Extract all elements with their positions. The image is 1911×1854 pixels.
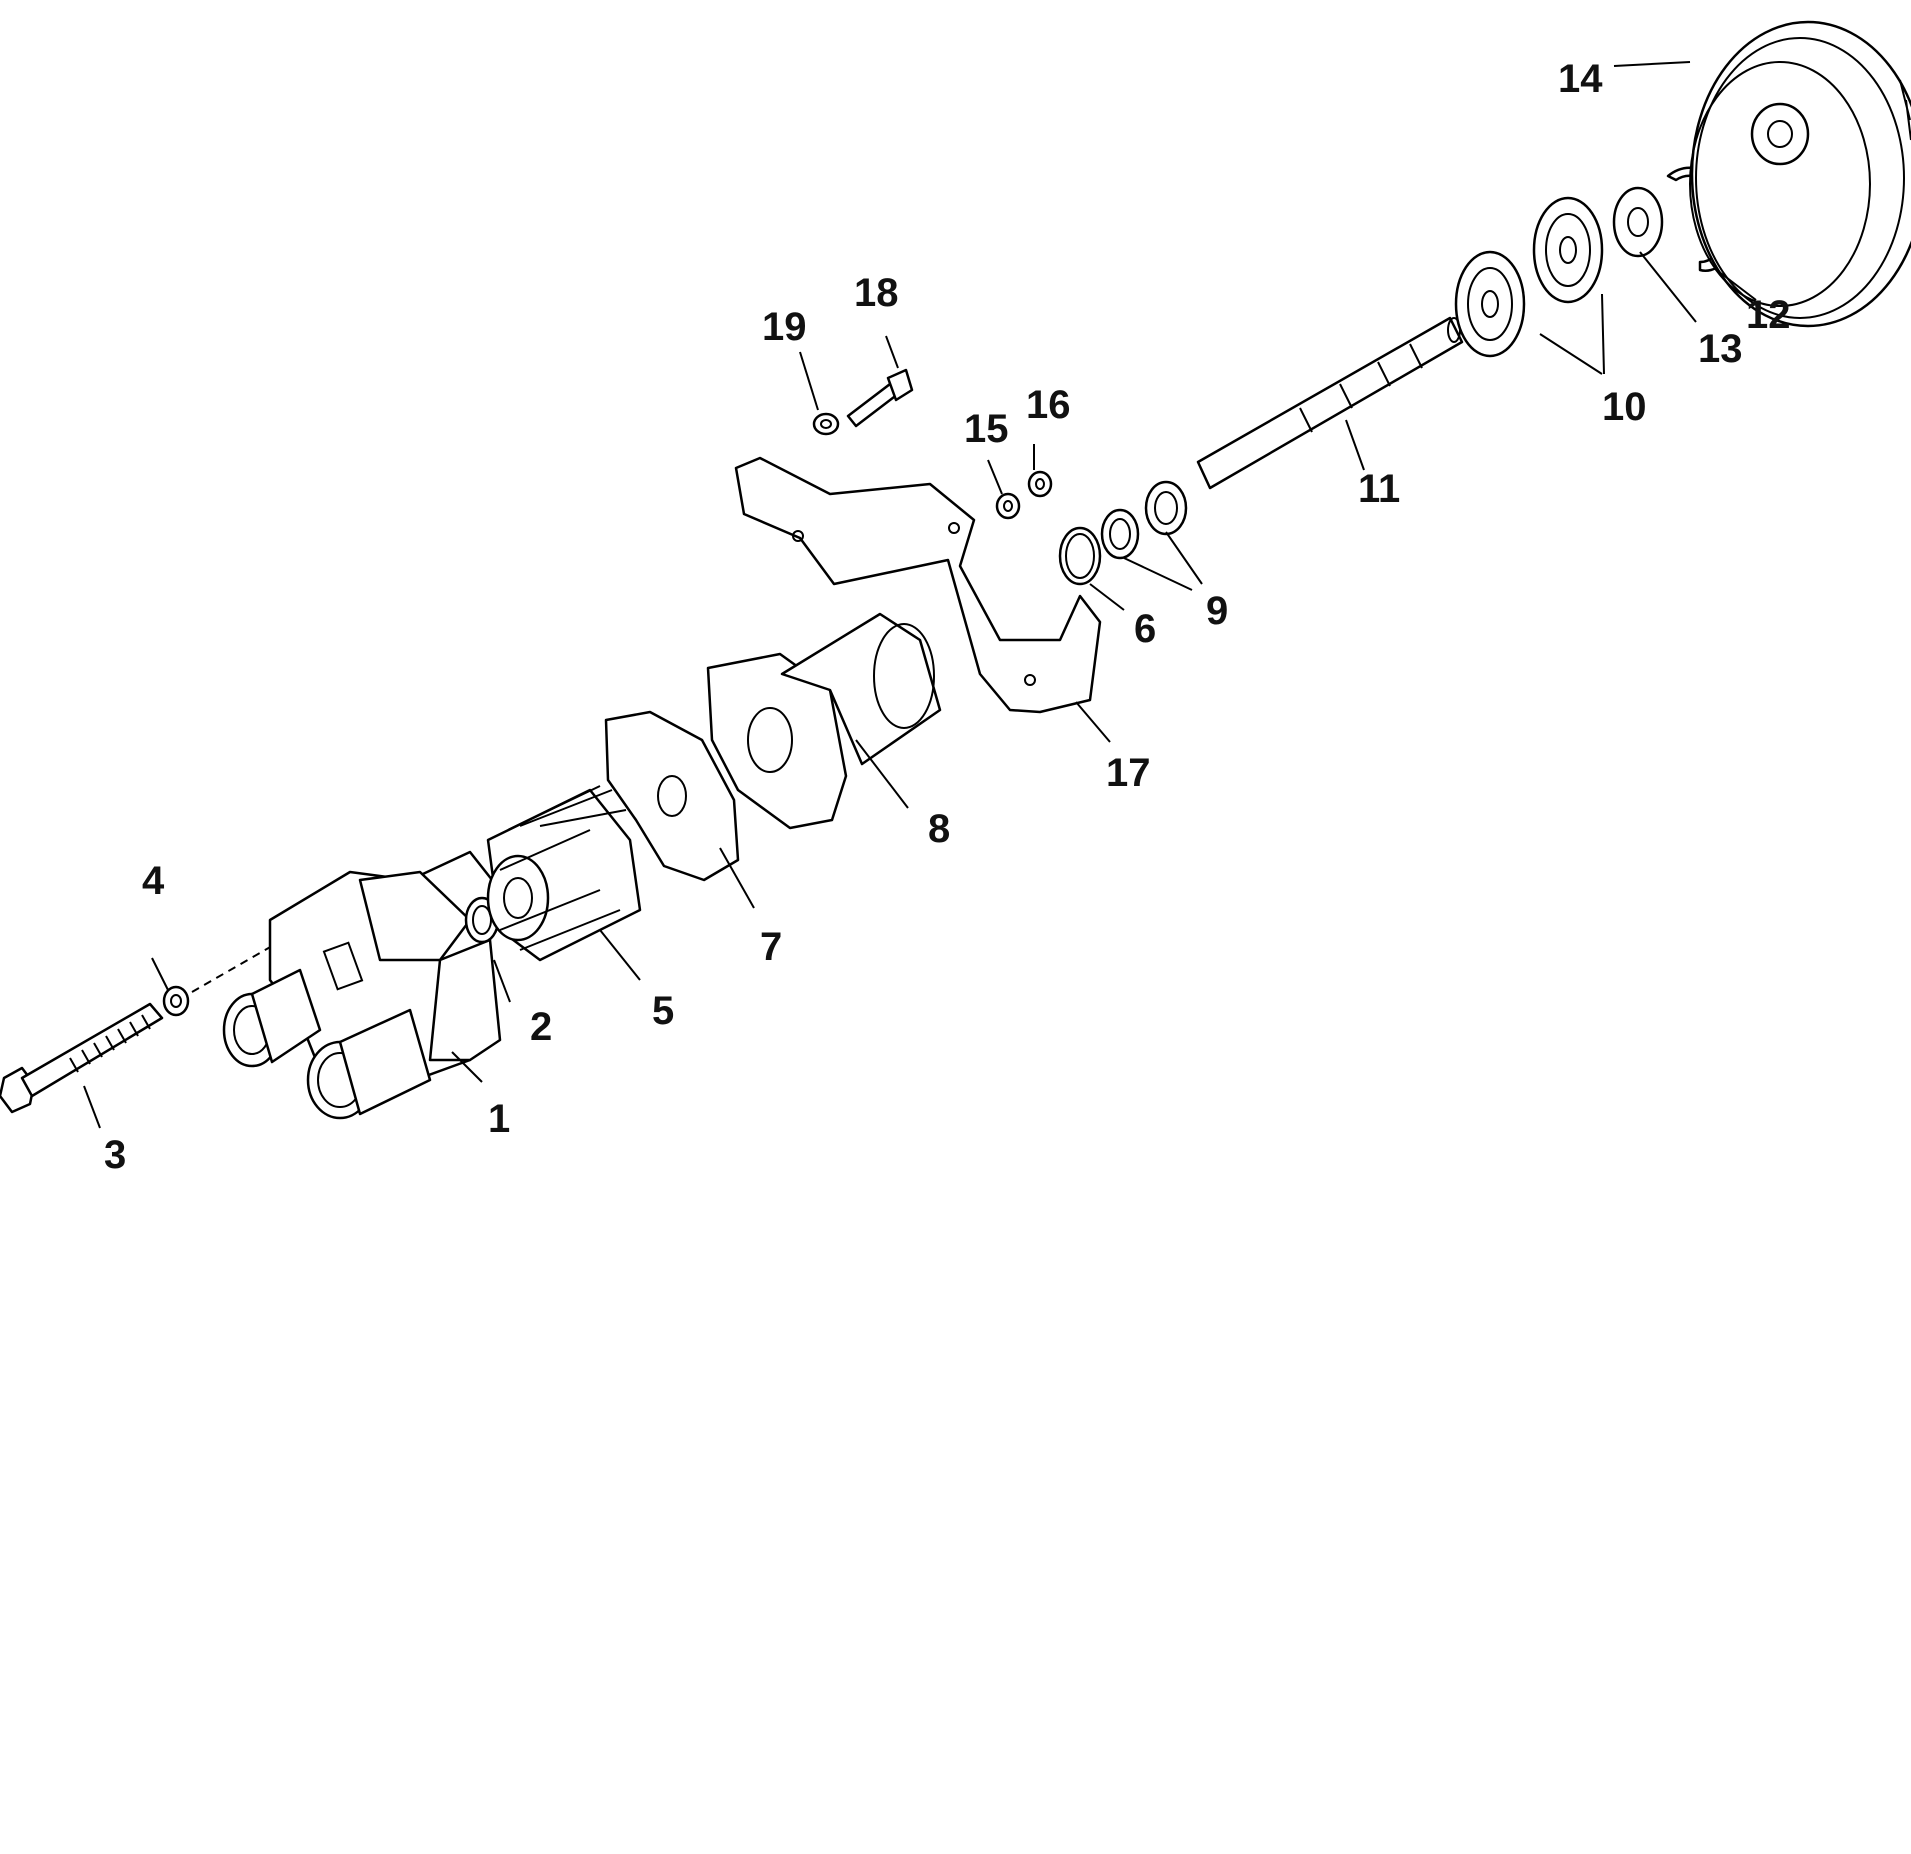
part-pump-body <box>222 850 502 1120</box>
callout-19: 19 <box>762 305 807 349</box>
part-seals <box>1100 480 1188 560</box>
part-small-bolt <box>846 368 914 428</box>
part-snap-ring <box>1058 526 1102 586</box>
part-gasket <box>604 710 740 882</box>
part-shaft <box>1196 316 1464 490</box>
callout-labels: 1 2 3 4 5 6 7 8 9 10 11 12 13 14 15 16 1… <box>104 57 1791 1177</box>
alignment-line <box>191 945 273 993</box>
callout-17: 17 <box>1106 751 1151 795</box>
callout-7: 7 <box>760 925 782 969</box>
part-nut-15 <box>995 492 1021 520</box>
callout-18: 18 <box>854 271 899 315</box>
callout-2: 2 <box>530 1005 552 1049</box>
callout-16: 16 <box>1026 383 1071 427</box>
callout-5: 5 <box>652 989 674 1033</box>
part-pulley <box>1689 20 1911 328</box>
callout-8: 8 <box>928 807 950 851</box>
callout-3: 3 <box>104 1133 126 1177</box>
part-bearings <box>1454 196 1604 358</box>
callout-11: 11 <box>1358 467 1400 511</box>
part-pump-housing <box>706 612 942 830</box>
callout-4: 4 <box>142 859 165 903</box>
callout-9: 9 <box>1206 589 1228 633</box>
part-impeller <box>486 785 642 962</box>
part-washer <box>162 985 190 1017</box>
callout-1: 1 <box>488 1097 510 1141</box>
part-small-washer <box>812 412 840 436</box>
callout-14: 14 <box>1558 57 1603 101</box>
callout-6: 6 <box>1134 607 1156 651</box>
part-thrust-washer <box>1612 186 1664 258</box>
callout-10: 10 <box>1602 385 1647 429</box>
part-bolt <box>0 1002 164 1114</box>
callout-12: 12 <box>1746 293 1791 337</box>
callout-15: 15 <box>964 407 1009 451</box>
callout-13: 13 <box>1698 327 1743 371</box>
part-bracket <box>734 456 1102 714</box>
part-nut-16 <box>1027 470 1053 498</box>
leader-lines <box>83 61 1757 1129</box>
